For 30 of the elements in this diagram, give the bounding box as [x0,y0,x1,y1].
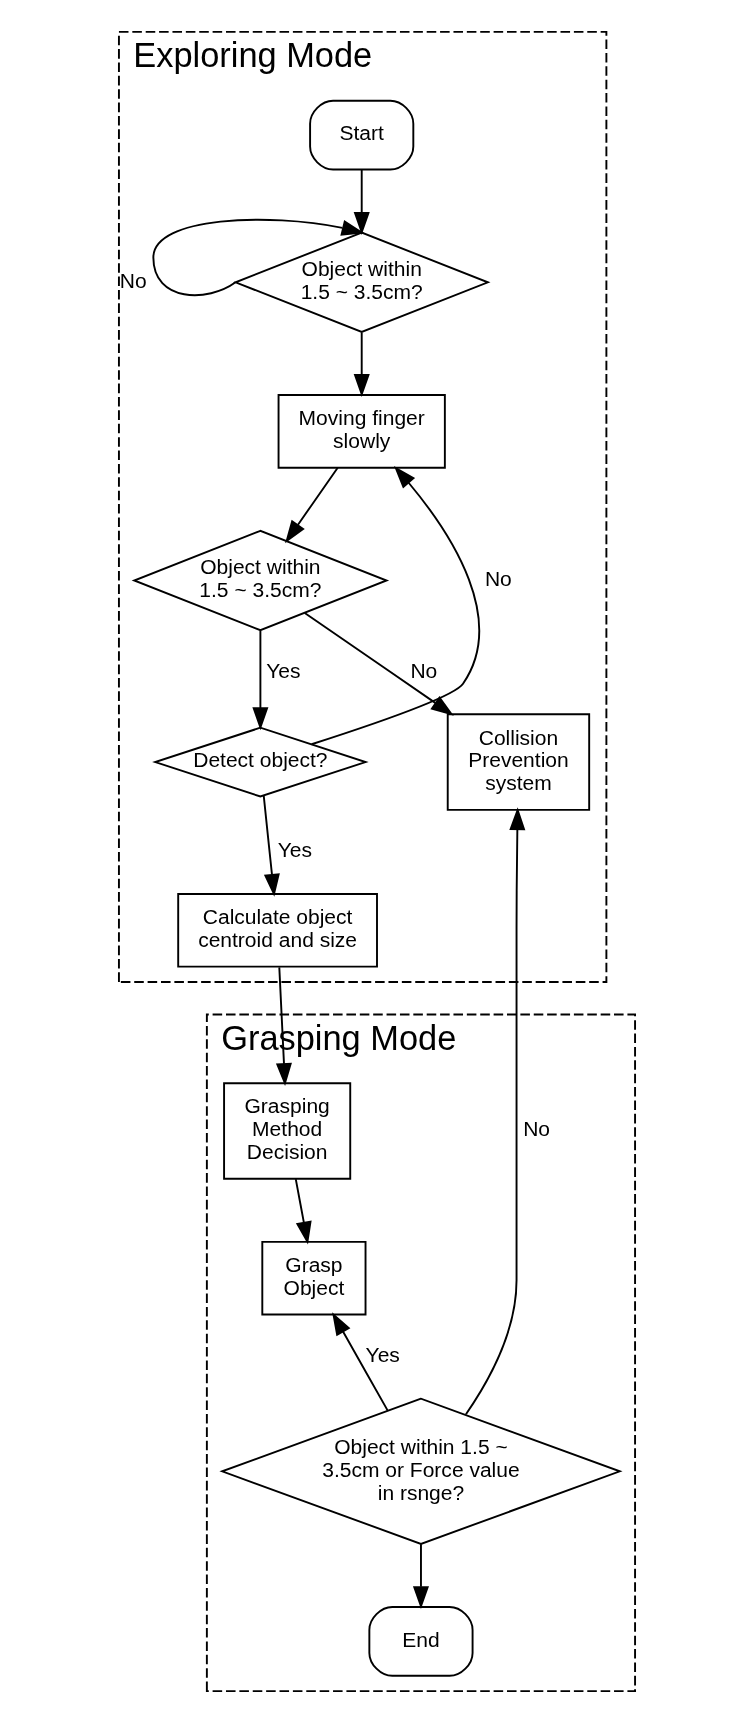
node-box: Start [309,99,415,171]
arrow [294,1178,312,1245]
edge-label: No [523,1117,551,1141]
edge-label: No [410,658,438,682]
node-box: End [368,1606,474,1677]
edge-label: Yes [365,1342,400,1366]
arrow [252,630,269,731]
arrow [285,466,339,544]
node-diamond: Object within 1.5 ~ 3.5cm? [232,231,491,334]
node-diamond: Object within 1.5 ~ 3.5cm or Force value in rsnge? [219,1397,623,1545]
node-diamond: Object within 1.5 ~ 3.5cm? [131,529,390,632]
arrow [310,465,481,746]
node-box: Collision Prevention system [446,713,591,811]
arrow [303,612,454,716]
edge-label: No [484,566,512,590]
arrow [353,168,370,236]
node-box: Moving finger slowly [277,394,446,469]
node-box: Grasping Method Decision [223,1082,352,1180]
node-diamond: Detect object? [152,726,369,798]
edge-label: No [119,268,147,292]
arrow [412,1543,429,1610]
arrow [152,218,365,297]
arrow [465,807,526,1416]
edge-label: Yes [266,658,301,682]
arrow [332,1312,389,1412]
arrow [262,794,280,897]
node-box: Calculate object centroid and size [177,893,378,968]
arrow [353,331,370,398]
node-box: Grasp Object [261,1240,367,1316]
edge-label: Yes [277,838,312,862]
